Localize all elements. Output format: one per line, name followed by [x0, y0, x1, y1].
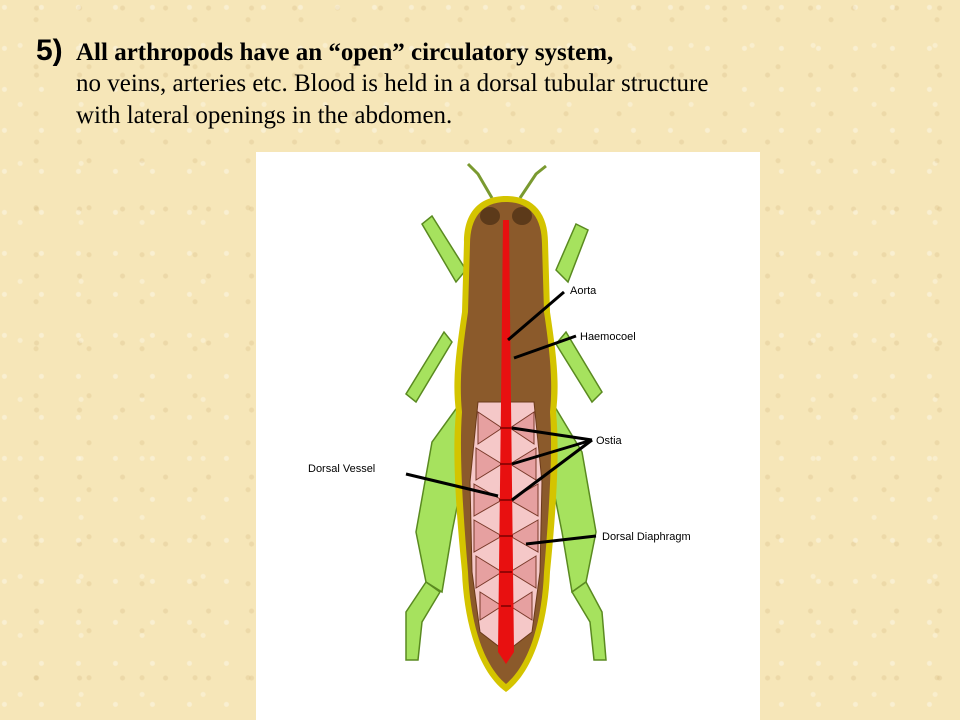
- antennae: [466, 162, 547, 199]
- heading-bold-text: All arthropods have an “open” circulator…: [76, 39, 614, 66]
- ostia-marks: [499, 427, 513, 607]
- label-aorta: Aorta: [570, 285, 597, 297]
- heading-line-1: 5) All arthropods have an “open” circula…: [36, 34, 936, 68]
- heading-line-3: with lateral openings in the abdomen.: [76, 102, 453, 129]
- circulatory-diagram: Aorta Haemocoel Ostia Dorsal Vessel Dors…: [256, 152, 760, 720]
- label-dorsal-diaphragm: Dorsal Diaphragm: [602, 531, 691, 543]
- point-number: 5): [36, 34, 63, 67]
- slide-heading: 5) All arthropods have an “open” circula…: [36, 34, 936, 132]
- leader-lines: [405, 290, 597, 546]
- heading-line-2: no veins, arteries etc. Blood is held in…: [76, 70, 709, 97]
- label-ostia: Ostia: [596, 435, 623, 447]
- label-dorsal-vessel: Dorsal Vessel: [308, 463, 375, 475]
- label-haemocoel: Haemocoel: [580, 331, 636, 343]
- head: [480, 207, 532, 225]
- dorsal-vessel-aorta: [498, 220, 514, 664]
- grasshopper-diagram-svg: Aorta Haemocoel Ostia Dorsal Vessel Dors…: [308, 162, 691, 692]
